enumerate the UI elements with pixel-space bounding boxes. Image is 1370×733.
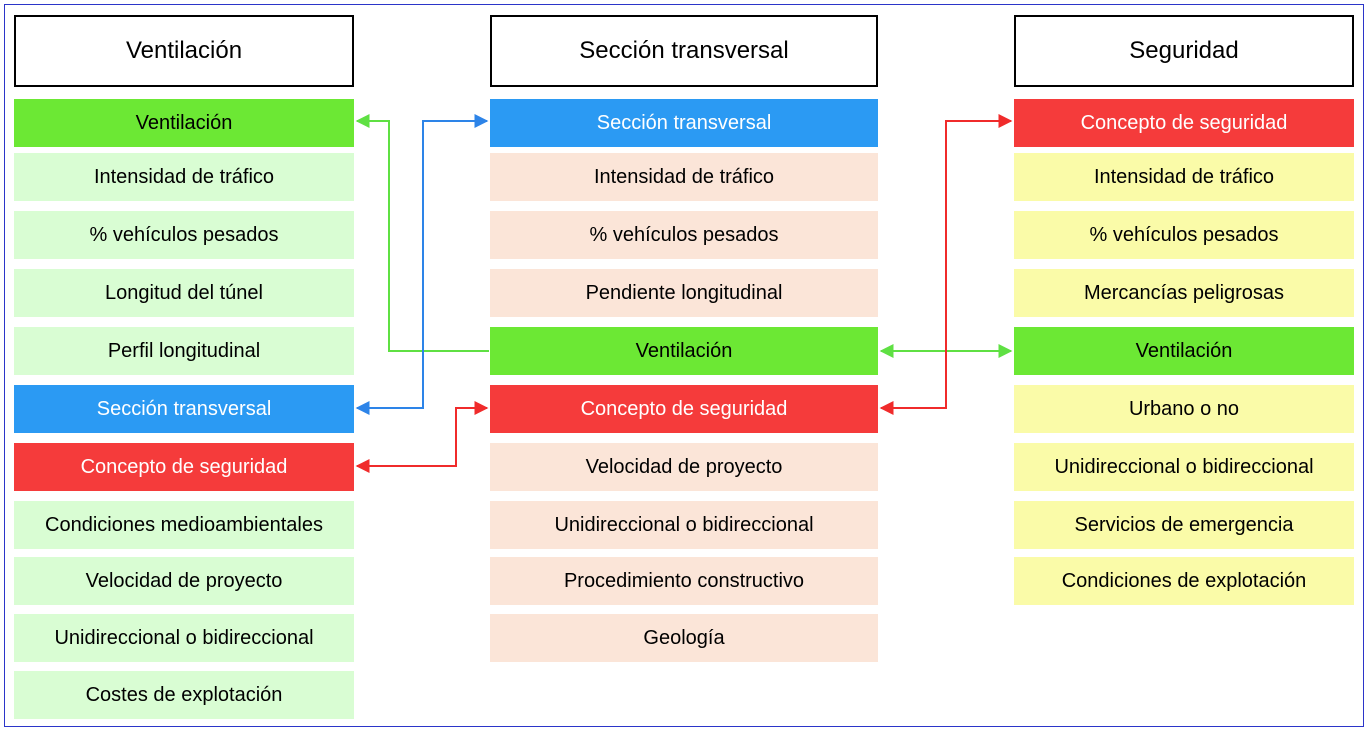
seccion-item-unidireccional: Unidireccional o bidireccional [490, 501, 878, 549]
connector-blue-seccion [355, 114, 489, 415]
seccion-item-geologia: Geología [490, 614, 878, 662]
seccion-item-pendiente-longitudinal: Pendiente longitudinal [490, 269, 878, 317]
seccion-item-procedimiento-constructivo: Procedimiento constructivo [490, 557, 878, 605]
seccion-item-intensidad-trafico: Intensidad de tráfico [490, 153, 878, 201]
seguridad-item-mercancias-peligrosas: Mercancías peligrosas [1014, 269, 1354, 317]
seguridad-item-concepto-seguridad: Concepto de seguridad [1014, 99, 1354, 147]
ventilacion-item-concepto-seguridad: Concepto de seguridad [14, 443, 354, 491]
column-header-seguridad: Seguridad [1014, 15, 1354, 87]
ventilacion-item-intensidad-trafico: Intensidad de tráfico [14, 153, 354, 201]
seguridad-item-condiciones-explotacion: Condiciones de explotación [1014, 557, 1354, 605]
ventilacion-item-costes-explotacion: Costes de explotación [14, 671, 354, 719]
ventilacion-item-seccion-transversal: Sección transversal [14, 385, 354, 433]
ventilacion-item-unidireccional: Unidireccional o bidireccional [14, 614, 354, 662]
column-header-seccion-transversal: Sección transversal [490, 15, 878, 87]
ventilacion-item-condiciones-medioambientales: Condiciones medioambientales [14, 501, 354, 549]
ventilacion-item-perfil-longitudinal: Perfil longitudinal [14, 327, 354, 375]
ventilacion-item-vehiculos-pesados: % vehículos pesados [14, 211, 354, 259]
seccion-item-concepto-seguridad: Concepto de seguridad [490, 385, 878, 433]
seguridad-item-ventilacion: Ventilación [1014, 327, 1354, 375]
seguridad-item-urbano: Urbano o no [1014, 385, 1354, 433]
seguridad-item-vehiculos-pesados: % vehículos pesados [1014, 211, 1354, 259]
ventilacion-item-longitud-tunel: Longitud del túnel [14, 269, 354, 317]
connector-red-concepto-left [355, 401, 489, 473]
seguridad-item-servicios-emergencia: Servicios de emergencia [1014, 501, 1354, 549]
column-header-ventilacion: Ventilación [14, 15, 354, 87]
seccion-item-seccion-transversal: Sección transversal [490, 99, 878, 147]
seguridad-item-unidireccional: Unidireccional o bidireccional [1014, 443, 1354, 491]
ventilacion-item-ventilacion: Ventilación [14, 99, 354, 147]
connector-red-concepto-right [879, 114, 1013, 415]
seccion-item-velocidad-proyecto: Velocidad de proyecto [490, 443, 878, 491]
diagram-frame [4, 4, 1364, 727]
ventilacion-item-velocidad-proyecto: Velocidad de proyecto [14, 557, 354, 605]
seccion-item-vehiculos-pesados: % vehículos pesados [490, 211, 878, 259]
seccion-item-ventilacion: Ventilación [490, 327, 878, 375]
seguridad-item-intensidad-trafico: Intensidad de tráfico [1014, 153, 1354, 201]
